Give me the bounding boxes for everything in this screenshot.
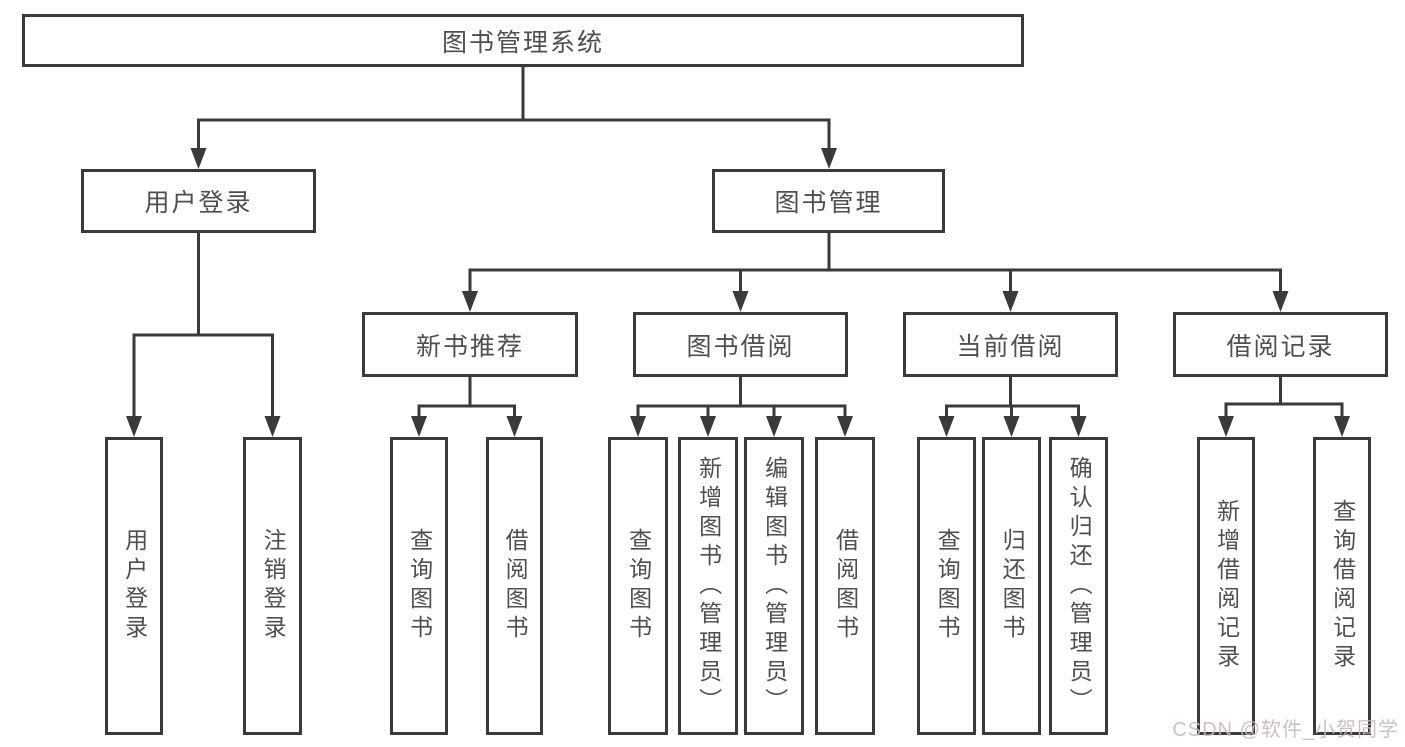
leaf-label: 用户登录	[121, 528, 148, 644]
leaf-label: 借阅图书	[502, 528, 529, 644]
arrow-head-icon	[1334, 416, 1350, 437]
arrow-head-icon	[1070, 416, 1087, 437]
node-label: 图书借阅	[686, 332, 795, 361]
leaf-query-books-2: 查询图书	[608, 437, 668, 735]
node-label: 借阅记录	[1226, 332, 1335, 361]
connector-line	[132, 233, 274, 417]
leaf-label: 查询图书	[406, 528, 433, 644]
node-label: 当前借阅	[956, 332, 1065, 361]
connector-line	[945, 377, 1080, 417]
arrow-head-icon	[938, 416, 955, 437]
node-label: 用户登录	[144, 189, 253, 217]
leaf-label: 新增借阅记录	[1213, 499, 1240, 673]
leaf-user-login: 用户登录	[105, 437, 163, 735]
arrow-head-icon	[821, 148, 837, 169]
arrow-head-icon	[411, 416, 427, 437]
leaf-add-books-admin: 新增图书（管理员）	[678, 437, 738, 735]
arrow-head-icon	[1003, 416, 1020, 437]
leaf-return-books: 归还图书	[982, 437, 1041, 735]
arrow-head-icon	[1218, 416, 1234, 437]
arrow-head-icon	[1272, 291, 1289, 312]
connector-line	[636, 377, 847, 417]
node-label: 图书管理系统	[441, 28, 604, 57]
leaf-label: 注销登录	[260, 528, 287, 644]
node-book-borrow: 图书借阅	[633, 312, 848, 377]
leaf-label: 查询图书	[934, 528, 961, 644]
arrow-head-icon	[630, 416, 646, 437]
leaf-label: 查询借阅记录	[1329, 499, 1356, 673]
csdn-watermark: CSDN @软件_小贺同学	[1172, 719, 1399, 741]
arrow-head-icon	[190, 148, 207, 169]
leaf-edit-books-admin: 编辑图书（管理员）	[744, 437, 804, 735]
leaf-add-borrow-record: 新增借阅记录	[1197, 437, 1255, 735]
node-borrow-records: 借阅记录	[1173, 312, 1388, 377]
node-current-borrow: 当前借阅	[903, 312, 1118, 377]
arrowheads-group	[126, 148, 1350, 437]
arrow-head-icon	[462, 291, 478, 312]
leaf-label: 查询图书	[625, 528, 652, 644]
leaf-label: 确认归还（管理员）	[1066, 455, 1093, 717]
leaf-query-books-1: 查询图书	[390, 437, 448, 735]
node-label: 图书管理	[774, 189, 883, 217]
leaf-label: 借阅图书	[832, 528, 859, 644]
node-label: 新书推荐	[415, 332, 524, 361]
leaf-confirm-return-admin: 确认归还（管理员）	[1049, 437, 1108, 735]
leaf-query-borrow-record: 查询借阅记录	[1313, 437, 1371, 735]
leaf-borrow-books-1: 借阅图书	[486, 437, 543, 735]
connector-line	[1224, 377, 1344, 417]
leaf-logout: 注销登录	[243, 437, 302, 735]
leaf-borrow-books-2: 借阅图书	[815, 437, 875, 735]
connector-line	[197, 67, 831, 150]
arrow-head-icon	[1002, 291, 1019, 312]
leaf-label: 新增图书（管理员）	[695, 455, 722, 717]
arrow-head-icon	[766, 416, 782, 437]
leaf-query-books-3: 查询图书	[917, 437, 976, 735]
node-new-book-recommend: 新书推荐	[362, 312, 578, 377]
arrow-head-icon	[126, 416, 142, 437]
leaf-label: 归还图书	[999, 528, 1026, 644]
arrow-head-icon	[837, 416, 853, 437]
node-root-system: 图书管理系统	[22, 14, 1024, 67]
arrow-head-icon	[264, 416, 281, 437]
node-user-login-branch: 用户登录	[81, 169, 316, 233]
arrow-head-icon	[700, 416, 716, 437]
arrow-head-icon	[732, 291, 749, 312]
leaf-label: 编辑图书（管理员）	[761, 455, 788, 717]
connector-line	[468, 233, 1282, 292]
connector-line-group	[132, 67, 1344, 417]
node-book-management-branch: 图书管理	[712, 169, 945, 233]
connector-line	[417, 377, 516, 417]
arrow-head-icon	[506, 416, 523, 437]
